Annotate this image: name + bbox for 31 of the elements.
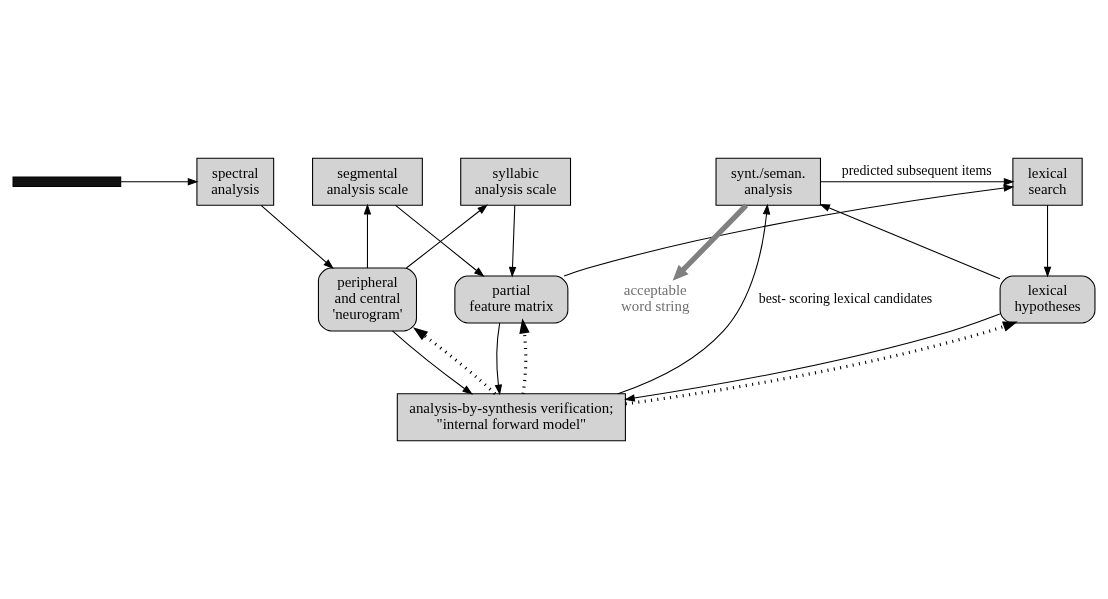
arrow bbox=[391, 330, 473, 395]
arrow bbox=[120, 177, 199, 186]
node-box: spectral analysis bbox=[196, 157, 275, 206]
arrow bbox=[820, 177, 1015, 186]
node-box: lexical hypotheses bbox=[999, 275, 1096, 324]
node-box: lexical search bbox=[1012, 157, 1083, 206]
arrow bbox=[508, 204, 517, 278]
arrow bbox=[405, 204, 488, 269]
arrow bbox=[395, 204, 485, 277]
arrow bbox=[672, 203, 749, 281]
node-box: analysis-by-synthesis verification; "internal forward model" bbox=[396, 393, 626, 442]
arrow bbox=[617, 203, 771, 395]
arrow bbox=[494, 322, 503, 396]
node-box: partial feature matrix bbox=[454, 275, 569, 324]
arrow bbox=[819, 203, 1001, 280]
node-bar bbox=[12, 176, 122, 188]
node-box: synt./seman. analysis bbox=[715, 157, 821, 206]
arrow bbox=[519, 318, 530, 394]
edge-label: best- scoring lexical candidates bbox=[758, 291, 933, 307]
edge-label: predicted subsequent items bbox=[841, 162, 992, 178]
arrow bbox=[625, 321, 1018, 406]
node-box: syllabic analysis scale bbox=[460, 157, 572, 206]
arrow bbox=[624, 313, 1001, 402]
arrow bbox=[363, 203, 372, 269]
arrow bbox=[1043, 204, 1052, 278]
node-box: peripheral and central 'neurogram' bbox=[317, 267, 418, 332]
arrow bbox=[260, 204, 334, 270]
node-text: acceptable word string bbox=[621, 282, 690, 315]
arrow bbox=[413, 327, 497, 395]
arrow bbox=[563, 184, 1015, 277]
node-box: segmental analysis scale bbox=[312, 157, 423, 206]
